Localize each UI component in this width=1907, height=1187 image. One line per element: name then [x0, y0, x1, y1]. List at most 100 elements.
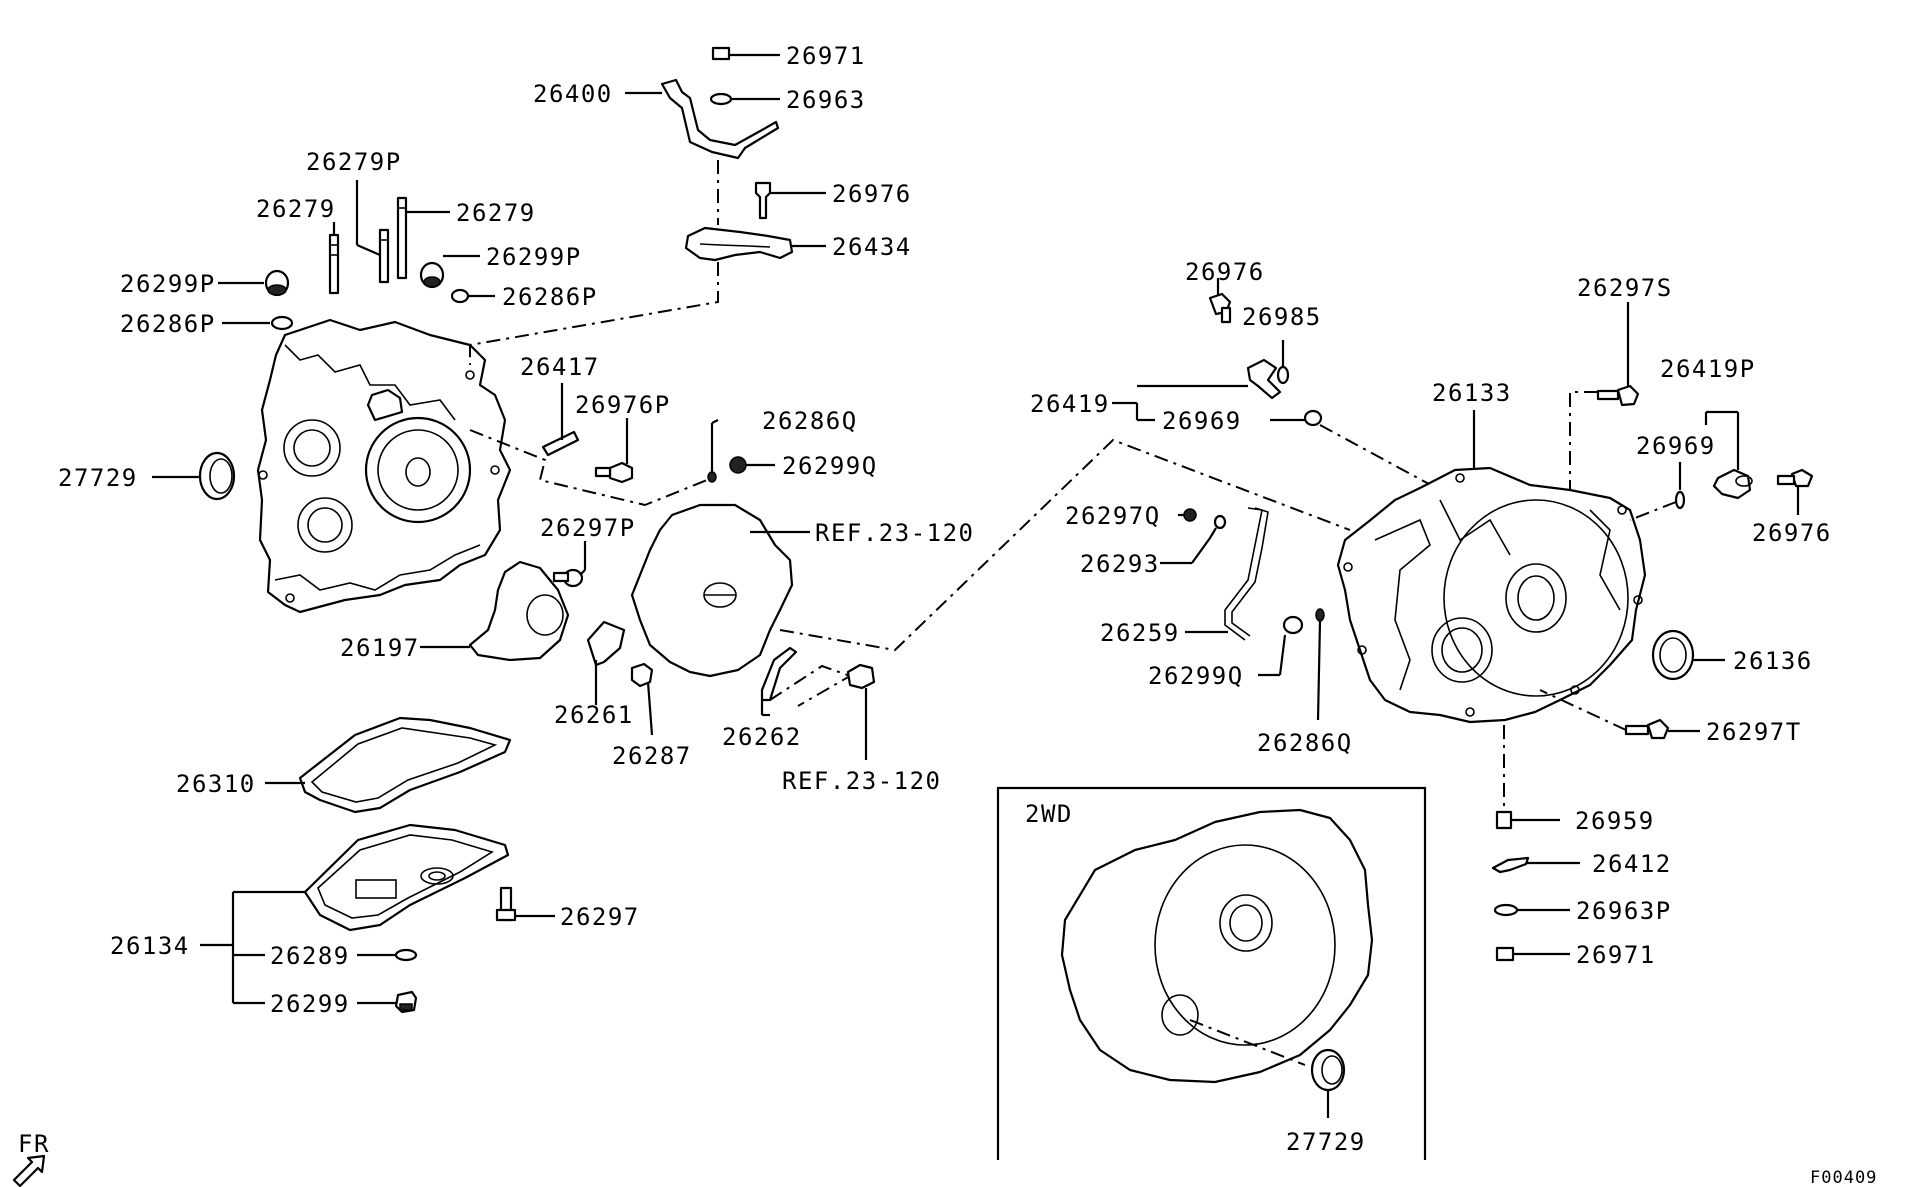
label-26286P-left: 26286P	[120, 310, 216, 338]
leader-26969-case	[1319, 424, 1441, 491]
leader-26262	[769, 664, 853, 707]
bolt-26297T: 26297T	[1624, 718, 1800, 746]
oring-26969-right: 26969	[1636, 432, 1716, 510]
clip-26412: 26412	[1491, 850, 1672, 878]
gasket-26310: 26310	[176, 716, 512, 814]
bolt-26976P: 26976P	[575, 391, 671, 484]
fr-label: FR	[18, 1130, 50, 1158]
oring-26286P-left: 26286P	[120, 310, 294, 338]
label-26259: 26259	[1100, 619, 1180, 647]
leader-26297T-case	[1539, 689, 1627, 731]
nut-26287: 26287	[612, 662, 692, 770]
washer-26963P: 26963P	[1493, 897, 1672, 925]
label-26976-mid: 26976	[1185, 258, 1265, 286]
label-26279P: 26279P	[306, 148, 402, 176]
label-26976P: 26976P	[575, 391, 671, 419]
label-26134: 26134	[110, 932, 190, 960]
nut-26971-bottom: 26971	[1495, 941, 1656, 969]
detent-plate-26434: 26434	[684, 226, 912, 262]
label-26959: 26959	[1575, 807, 1655, 835]
stud-26279P: 26279P	[306, 148, 402, 284]
label-26279-right: 26279	[456, 199, 536, 227]
label-26971-top: 26971	[786, 42, 866, 70]
label-26417: 26417	[520, 353, 600, 381]
oring-26286P-right: 26286P	[450, 283, 598, 311]
transmission-case-left	[256, 318, 512, 614]
leader-26434-case	[469, 262, 719, 365]
label-26419P: 26419P	[1660, 355, 1756, 383]
label-26985: 26985	[1242, 303, 1322, 331]
drain-plug-26299: 26299	[270, 990, 418, 1018]
clip-26293: 26293	[1080, 514, 1227, 578]
inset-label-2wd: 2WD	[1025, 800, 1073, 828]
oring-26286Q-left: 26286Q	[707, 407, 858, 483]
label-26136: 26136	[1733, 647, 1813, 675]
label-26310: 26310	[176, 770, 256, 798]
label-26969-right: 26969	[1636, 432, 1716, 460]
label-27729-left: 27729	[58, 464, 138, 492]
sensor-26419P: 26419P	[1660, 355, 1756, 500]
label-26261: 26261	[554, 701, 634, 729]
label-27729-inset: 27729	[1286, 1128, 1366, 1156]
bolt-26297: 26297	[495, 886, 638, 931]
plug-26299Q-right: 26299Q	[1148, 615, 1304, 690]
leader-26969-right-case	[1629, 501, 1677, 521]
label-26286Q-left: 26286Q	[762, 407, 858, 435]
label-26971-bottom: 26971	[1576, 941, 1656, 969]
cover-ref-23-120: REF.23-120	[630, 503, 975, 678]
label-26976-top: 26976	[832, 180, 912, 208]
inset-2wd: 2WD 27729	[996, 786, 1427, 1160]
fr-arrow-icon	[12, 1154, 46, 1187]
label-26279-left: 26279	[256, 195, 336, 223]
plug-26299P-left: 26299P	[120, 269, 290, 298]
plug-26299P-right: 26299P	[419, 243, 582, 289]
label-26299Q-right: 26299Q	[1148, 662, 1244, 690]
transmission-case-26133: 26133	[1336, 379, 1647, 724]
leader-ref-to-case	[779, 438, 1351, 652]
label-26293: 26293	[1080, 550, 1160, 578]
fr-indicator: FR	[12, 1130, 50, 1187]
oring-26286Q-right: 26286Q	[1257, 608, 1353, 757]
label-26969-mid: 26969	[1162, 407, 1242, 435]
oil-pan-26134: 26134	[110, 823, 510, 1005]
bolt-26297P: 26297P	[540, 514, 636, 588]
link-26262: 26262	[722, 646, 802, 751]
label-26299P-right: 26299P	[486, 243, 582, 271]
label-26297S: 26297S	[1577, 274, 1673, 302]
nut-26971-top: 26971	[711, 42, 866, 70]
label-ref-upper: REF.23-120	[815, 519, 975, 547]
oring-26985: 26985	[1242, 303, 1322, 385]
shaft-ref-23-120: REF.23-120	[782, 663, 942, 795]
label-26976-right: 26976	[1752, 519, 1832, 547]
sensor-26419: 26419	[1030, 358, 1282, 422]
stud-26279-left: 26279	[256, 195, 340, 295]
label-26434: 26434	[832, 233, 912, 261]
washer-26963: 26963	[709, 86, 866, 114]
label-26299P-left: 26299P	[120, 270, 216, 298]
plate-26417: 26417	[520, 353, 600, 457]
part-26959: 26959	[1495, 807, 1655, 835]
bolt-26976-top: 26976	[754, 180, 912, 220]
stud-26279-right: 26279	[396, 196, 536, 280]
label-26262: 26262	[722, 723, 802, 751]
label-26133: 26133	[1432, 379, 1512, 407]
plate-26261: 26261	[554, 620, 634, 729]
seal-27729-left: 27729	[58, 451, 236, 501]
label-ref-lower: REF.23-120	[782, 767, 942, 795]
label-26287: 26287	[612, 742, 692, 770]
leader-left-case	[469, 429, 713, 507]
label-26286P-right: 26286P	[502, 283, 598, 311]
label-26297P: 26297P	[540, 514, 636, 542]
label-26289: 26289	[270, 942, 350, 970]
bolt-26976-right: 26976	[1752, 468, 1832, 547]
label-26197: 26197	[340, 634, 420, 662]
label-26412: 26412	[1592, 850, 1672, 878]
label-26286Q-right: 26286Q	[1257, 729, 1353, 757]
bolt-26297S: 26297S	[1577, 274, 1673, 407]
bracket-26197: 26197	[340, 560, 570, 662]
leader-26297S-case	[1569, 391, 1598, 490]
label-26963: 26963	[786, 86, 866, 114]
plug-26299Q-left: 26299Q	[729, 452, 876, 480]
label-26963P: 26963P	[1576, 897, 1672, 925]
